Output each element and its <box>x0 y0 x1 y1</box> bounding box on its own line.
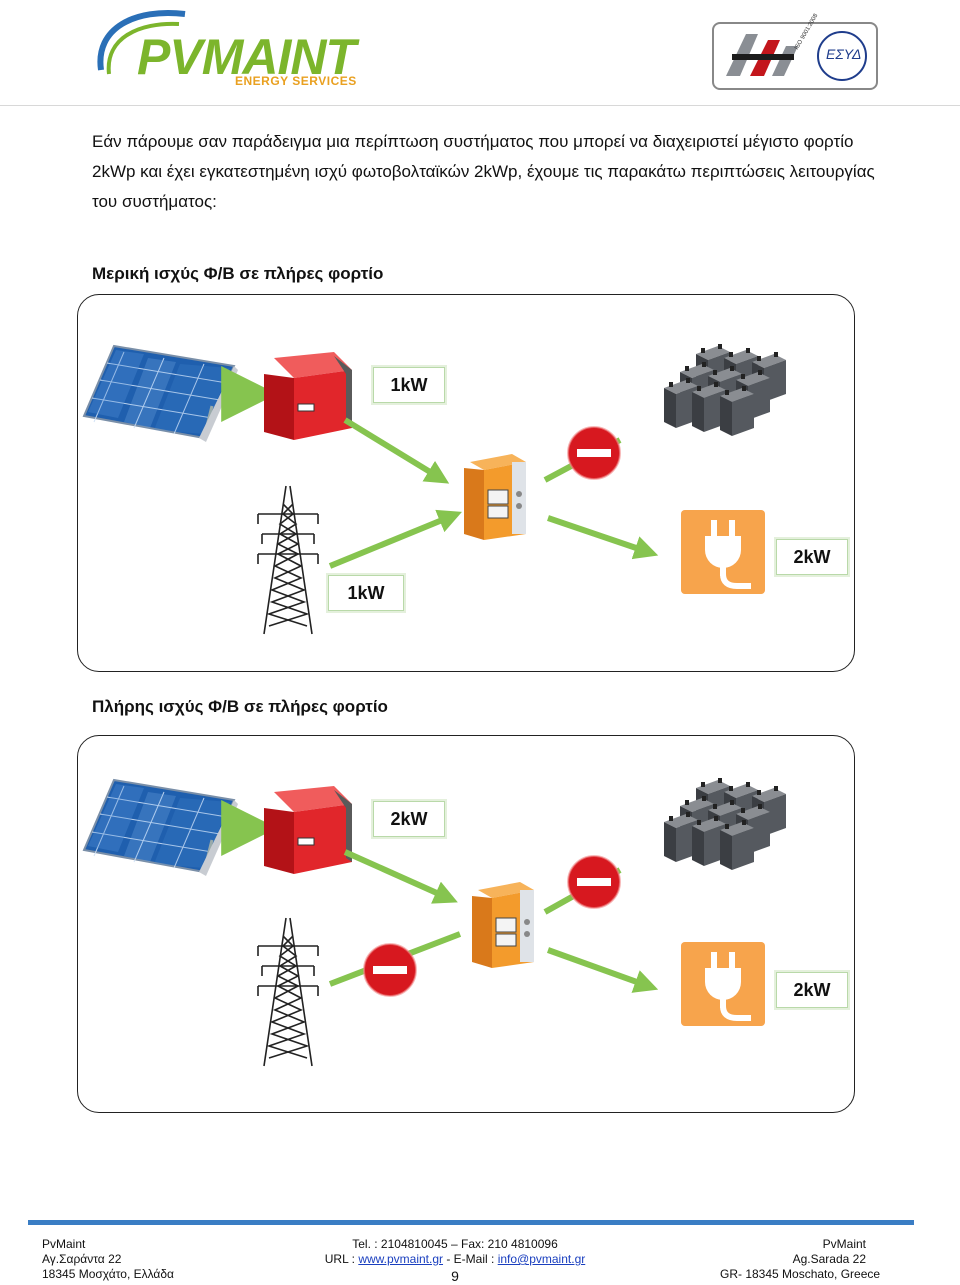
solar-panel-icon <box>82 778 240 878</box>
intro-line-3: του συστήματος: <box>92 192 217 211</box>
logo-swoosh-icon <box>97 10 186 75</box>
aev-logo-icon <box>726 31 867 81</box>
battery-bank-icon <box>664 778 786 870</box>
page-number: 9 <box>451 1268 459 1284</box>
intro-line-1: Εάν πάρουμε σαν παράδειγμα μια περίπτωση… <box>92 132 854 151</box>
footer-center: Tel. : 2104810045 – Fax: 210 4810096 URL… <box>320 1237 590 1285</box>
certification-badge: ΕΣΥΔ ISO 9001:2008 <box>712 13 878 90</box>
footer-left-company: PvMaint <box>42 1237 86 1251</box>
grid-pylon-icon <box>257 917 319 1067</box>
arrow-inverter-to-hybrid <box>343 849 458 904</box>
stop-icon-battery <box>567 855 621 909</box>
scenario1-title: Μερική ισχύς Φ/Β σε πλήρες φορτίο <box>92 264 384 283</box>
footer-contact-phone: Tel. : 2104810045 – Fax: 210 4810096 <box>352 1237 558 1251</box>
scenario1-pv-power-label: 1kW <box>373 367 445 403</box>
url-prefix: URL : <box>324 1252 359 1266</box>
intro-paragraph: Εάν πάρουμε σαν παράδειγμα μια περίπτωση… <box>92 127 892 217</box>
pvmaint-logo: PVMAINT ENERGY SERVICES <box>95 8 365 90</box>
email-prefix: - E-Mail : <box>443 1252 498 1266</box>
footer-contact-web: URL : www.pvmaint.gr - E-Mail : info@pvm… <box>320 1252 590 1267</box>
esyd-mark: ΕΣΥΔ <box>826 46 862 62</box>
scenario2-load-power-label: 2kW <box>776 972 848 1008</box>
brand-tagline: ENERGY SERVICES <box>235 74 357 88</box>
arrow-hybrid-to-load <box>547 515 659 560</box>
footer-left-city: 18345 Μοσχάτο, Ελλάδα <box>42 1267 174 1281</box>
footer-left-street: Αγ.Σαράντα 22 <box>42 1252 122 1266</box>
footer-bar <box>28 1220 914 1225</box>
pv-inverter-icon <box>263 785 353 875</box>
stop-icon-grid <box>363 943 417 997</box>
email-link[interactable]: info@pvmaint.gr <box>497 1252 586 1266</box>
footer-left: PvMaint Αγ.Σαράντα 22 18345 Μοσχάτο, Ελλ… <box>42 1237 174 1282</box>
website-link[interactable]: www.pvmaint.gr <box>358 1252 444 1266</box>
footer-right-street: Ag.Sarada 22 <box>792 1252 866 1266</box>
scenario1-load-power-label: 2kW <box>776 539 848 575</box>
header-divider <box>0 105 960 106</box>
footer-right-company: PvMaint <box>822 1237 866 1251</box>
footer-right: PvMaint Ag.Sarada 22 GR- 18345 Moschato,… <box>720 1237 881 1282</box>
intro-line-2: 2kWp και έχει εγκατεστημένη ισχύ φωτοβολ… <box>92 162 875 181</box>
arrow-inverter-to-hybrid <box>343 417 450 484</box>
footer-right-city: GR- 18345 Moschato, Greece <box>720 1267 881 1281</box>
scenario1-grid-power-label: 1kW <box>328 575 404 611</box>
arrow-grid-to-hybrid <box>328 509 462 569</box>
hybrid-inverter-icon <box>471 881 535 969</box>
load-plug-icon <box>681 942 765 1026</box>
scenario2-pv-power-label: 2kW <box>373 801 445 837</box>
arrow-hybrid-to-load <box>546 947 659 993</box>
scenario2-title: Πλήρης ισχύς Φ/Β σε πλήρες φορτίο <box>92 697 388 716</box>
brand-name: PVMAINT <box>137 29 356 85</box>
